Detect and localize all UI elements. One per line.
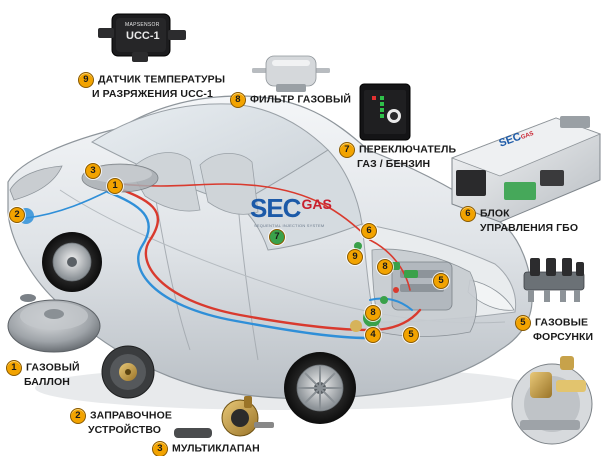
label-text: БАЛЛОН xyxy=(24,376,70,388)
secgas-logo: SECGAS SEQUENTIAL INJECTION SYSTEM xyxy=(250,193,332,228)
label-text: ГАЗОВЫЕ xyxy=(535,316,589,329)
car-marker: 1 xyxy=(107,178,123,194)
reducer-unit xyxy=(511,356,593,445)
label-gas-tank: 1 ГАЗОВЫЙ БАЛЛОН xyxy=(6,360,80,389)
logo-tagline: SEQUENTIAL INJECTION SYSTEM xyxy=(254,223,325,228)
label-text: УПРАВЛЕНИЯ ГБО xyxy=(480,222,579,234)
switch-unit xyxy=(359,83,411,141)
car-marker: 8 xyxy=(365,305,381,321)
label-text: ДАТЧИК ТЕМПЕРАТУРЫ xyxy=(98,73,226,86)
label-text: ФОРСУНКИ xyxy=(533,331,594,343)
ecu-logo-suffix: GAS xyxy=(520,130,535,141)
label-badge: 2 xyxy=(70,408,86,424)
label-text: УСТРОЙСТВО xyxy=(88,424,162,436)
logo-brand: SEC xyxy=(250,193,301,223)
car-marker: 5 xyxy=(403,327,419,343)
car-marker: 2 xyxy=(9,207,25,223)
label-badge: 3 xyxy=(152,441,168,456)
car-marker: 5 xyxy=(433,273,449,289)
label-filling-device: 2 ЗАПРАВОЧНОЕ УСТРОЙСТВО xyxy=(70,408,172,437)
car-marker: 8 xyxy=(377,259,393,275)
front-wheel xyxy=(284,352,356,424)
label-badge: 1 xyxy=(6,360,22,376)
label-control-unit: 6 БЛОК УПРАВЛЕНИЯ ГБО xyxy=(460,206,578,235)
label-text: МУЛЬТИКЛАПАН xyxy=(172,442,260,455)
car-marker: 3 xyxy=(85,163,101,179)
label-badge: 7 xyxy=(339,142,355,158)
filling-device-unit xyxy=(101,345,155,399)
map-sensor-unit xyxy=(98,13,186,62)
car-marker: 9 xyxy=(347,249,363,265)
sensor-model-line2: UCC-1 xyxy=(126,30,160,42)
label-multivalve: 3 МУЛЬТИКЛАПАН xyxy=(152,441,260,456)
label-gas-injectors: 5 ГАЗОВЫЕ ФОРСУНКИ xyxy=(515,315,593,344)
car-marker: 6 xyxy=(361,223,377,239)
injector-rail-unit xyxy=(523,258,585,302)
label-text: ФИЛЬТР ГАЗОВЫЙ xyxy=(250,93,351,106)
label-fuel-switch: 7 ПЕРЕКЛЮЧАТЕЛЬ ГАЗ / БЕНЗИН xyxy=(339,142,456,171)
gas-filter-unit xyxy=(252,55,330,92)
toroidal-tank-unit xyxy=(7,294,101,353)
label-text: ГАЗОВЫЙ xyxy=(26,361,80,374)
label-text: И РАЗРЯЖЕНИЯ UCC-1 xyxy=(92,88,213,100)
label-badge: 8 xyxy=(230,92,246,108)
car-marker: 4 xyxy=(365,327,381,343)
label-text: ПЕРЕКЛЮЧАТЕЛЬ xyxy=(359,143,457,156)
label-text: ЗАПРАВОЧНОЕ xyxy=(90,409,172,422)
label-temp-pressure-sensor: 9 ДАТЧИК ТЕМПЕРАТУРЫ И РАЗРЯЖЕНИЯ UCC-1 xyxy=(78,72,225,101)
label-gas-filter: 8 ФИЛЬТР ГАЗОВЫЙ xyxy=(230,92,351,108)
ecu-unit xyxy=(450,116,602,223)
trunk-tank xyxy=(81,163,159,193)
label-badge: 9 xyxy=(78,72,94,88)
label-badge: 6 xyxy=(460,206,476,222)
label-text: ГАЗ / БЕНЗИН xyxy=(357,158,431,170)
multivalve-unit xyxy=(174,396,274,438)
sensor-model-line1: MAPSENSOR xyxy=(125,22,160,28)
label-badge: 5 xyxy=(515,315,531,331)
logo-suffix: GAS xyxy=(301,196,332,212)
rear-wheel xyxy=(42,232,102,292)
label-text: БЛОК xyxy=(480,207,510,220)
car-marker: 7 xyxy=(269,229,285,245)
